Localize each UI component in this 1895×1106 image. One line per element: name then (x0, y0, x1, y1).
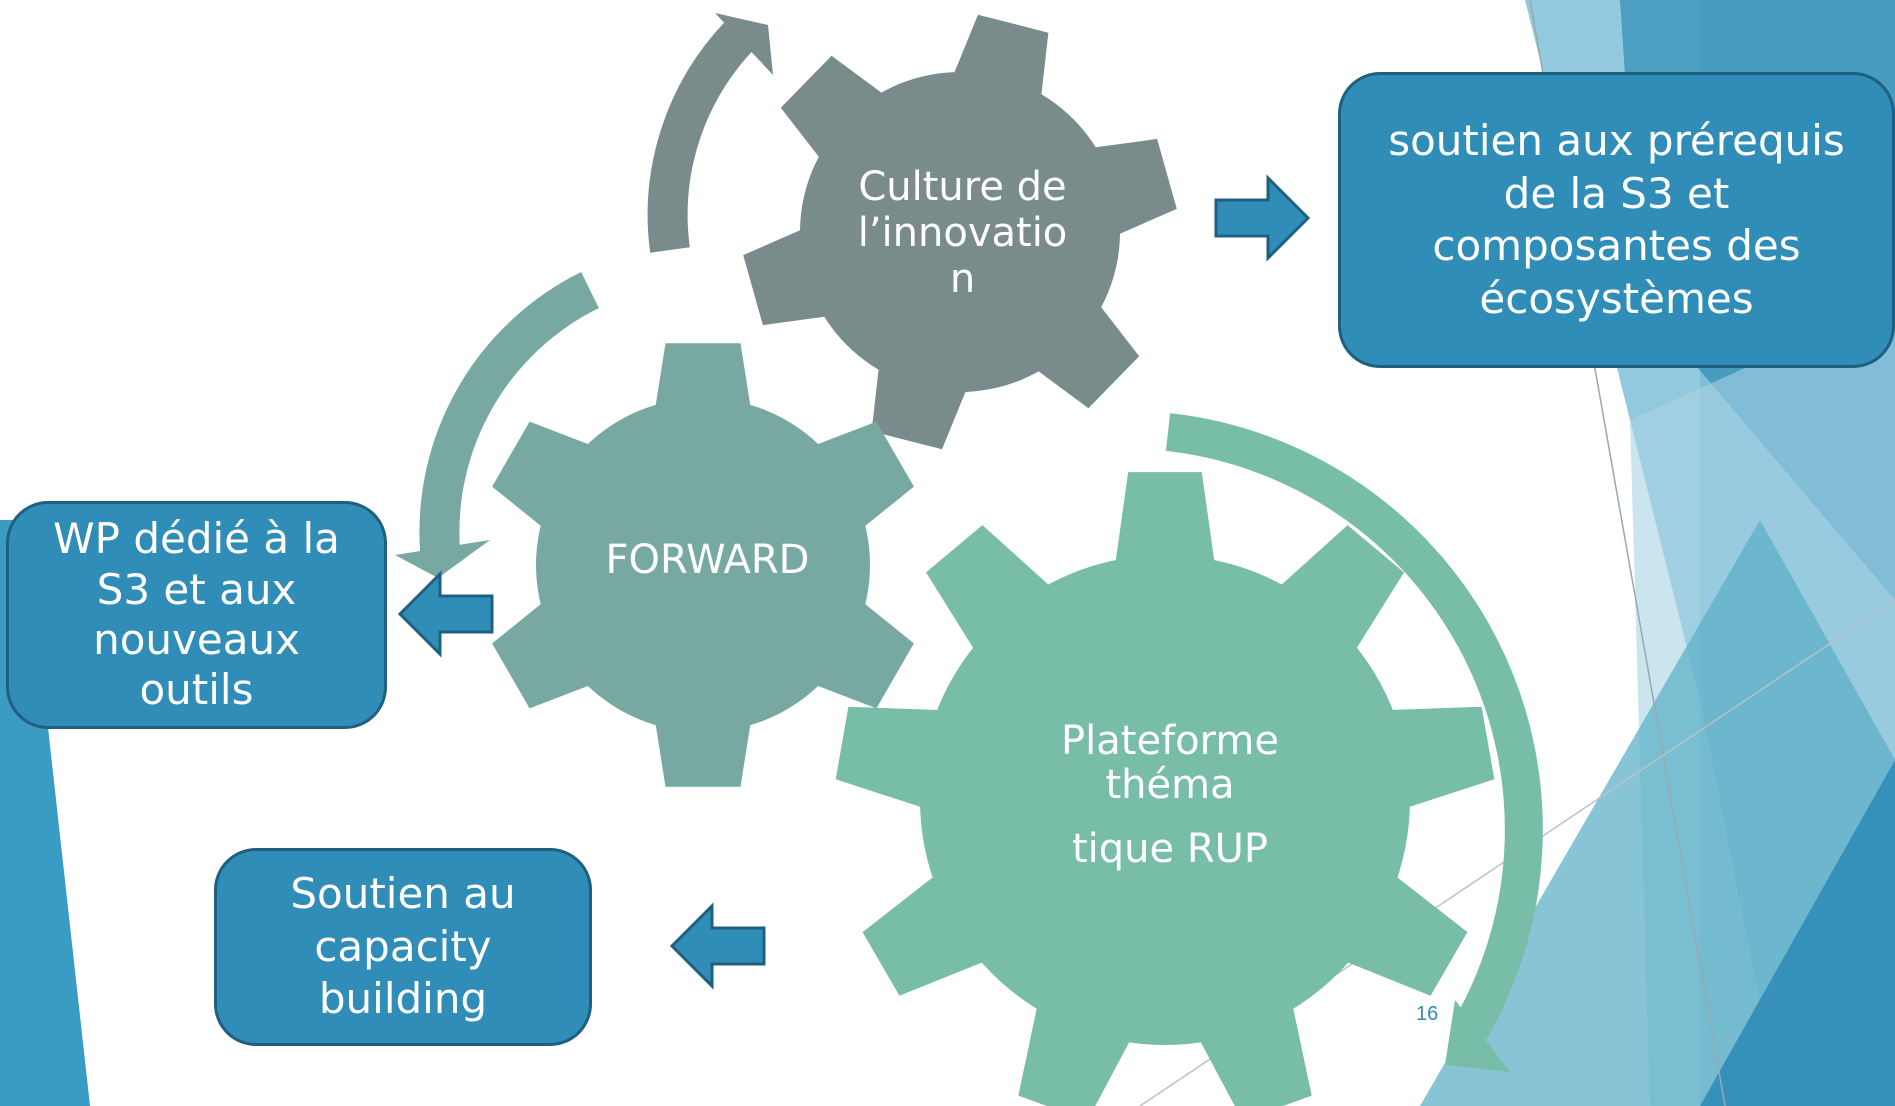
gear-forward-shape (492, 343, 914, 787)
gear-plateforme-line3: tique RUP (1071, 826, 1269, 872)
gear-plateforme-label: Plateforme théma tique RUP (1025, 705, 1315, 885)
arrow-left-icon (669, 902, 766, 990)
gear-forward-text: FORWARD (605, 537, 810, 583)
box-s3-prerequisites-text: soutien aux prérequis de la S3 et compos… (1388, 116, 1845, 323)
gear-culture-shape (743, 14, 1177, 450)
box-wp-s3: WP dédié à la S3 et aux nouveaux outils (6, 501, 387, 729)
gear-forward-label: FORWARD (555, 530, 860, 590)
curved-arrow-forward (395, 272, 600, 578)
gear-plateforme-shape (835, 472, 1495, 1106)
gear-culture-line1: Culture de (858, 164, 1067, 210)
box-wp-s3-text: WP dédié à la S3 et aux nouveaux outils (53, 514, 340, 715)
arrow-left-icon (397, 570, 494, 658)
gear-culture-line3: n (949, 256, 976, 302)
box-capacity-building-text: Soutien au capacity building (290, 869, 516, 1024)
gear-culture-body (800, 72, 1120, 392)
box-capacity-building: Soutien au capacity building (214, 848, 592, 1046)
gear-culture-line2: l’innovatio (857, 210, 1068, 256)
gear-plateforme-line2: théma (1105, 762, 1235, 808)
curved-arrow-culture (647, 13, 773, 253)
box-s3-prerequisites: soutien aux prérequis de la S3 et compos… (1338, 72, 1895, 368)
gear-plateforme-line1: Plateforme (1061, 718, 1279, 764)
gear-forward-body (536, 398, 870, 732)
gear-plateforme-body (920, 555, 1410, 1045)
gear-culture-label: Culture de l’innovatio n (830, 158, 1095, 308)
slide-number: 16 (1416, 1003, 1439, 1025)
arrow-right-icon (1214, 174, 1311, 262)
curved-arrow-plateforme (1165, 413, 1543, 1072)
